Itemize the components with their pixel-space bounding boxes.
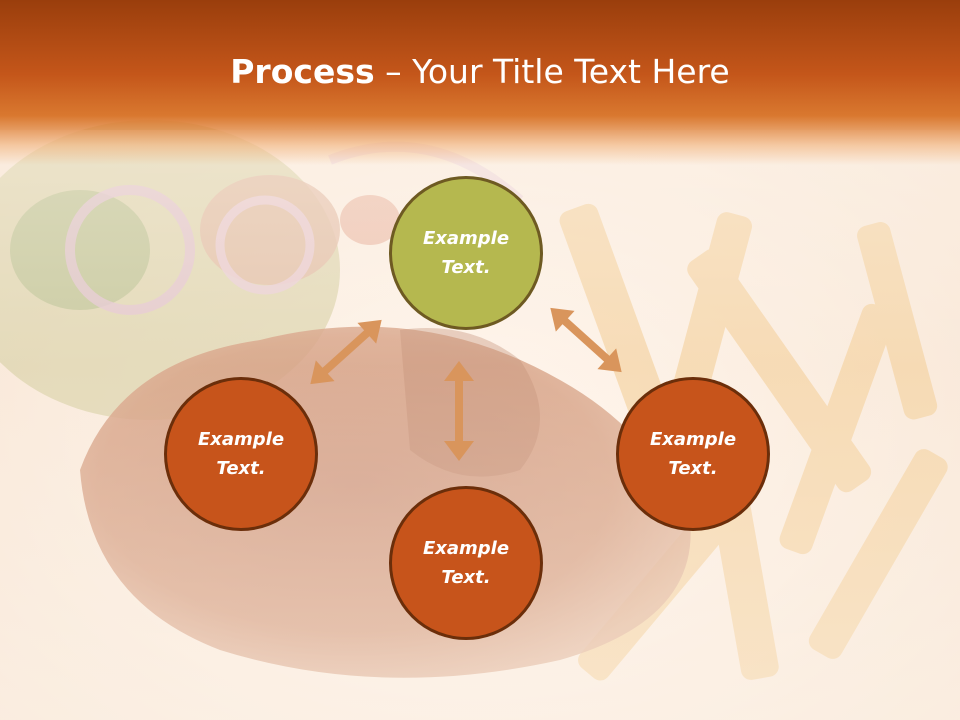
node-top-line2: Text. — [441, 257, 491, 278]
node-right-line2: Text. — [668, 458, 718, 479]
node-bottom-line1: Example — [422, 538, 510, 559]
node-left-line1: Example — [197, 429, 285, 450]
node-top-line1: Example — [422, 228, 510, 249]
node-top-center[interactable]: Example Text. — [389, 176, 543, 330]
node-bottom-line2: Text. — [441, 567, 491, 588]
arrow-top-left — [310, 319, 382, 385]
title-rest: – Your Title Text Here — [374, 52, 730, 91]
node-left[interactable]: Example Text. — [164, 377, 318, 531]
node-right[interactable]: Example Text. — [616, 377, 770, 531]
arrow-top-right — [550, 307, 622, 373]
arrow-vertical — [444, 361, 474, 461]
title-bold: Process — [230, 52, 375, 91]
title-bar: Process – Your Title Text Here — [0, 0, 960, 165]
node-bottom[interactable]: Example Text. — [389, 486, 543, 640]
slide-title: Process – Your Title Text Here — [0, 52, 960, 91]
node-right-line1: Example — [649, 429, 737, 450]
node-left-line2: Text. — [216, 458, 266, 479]
